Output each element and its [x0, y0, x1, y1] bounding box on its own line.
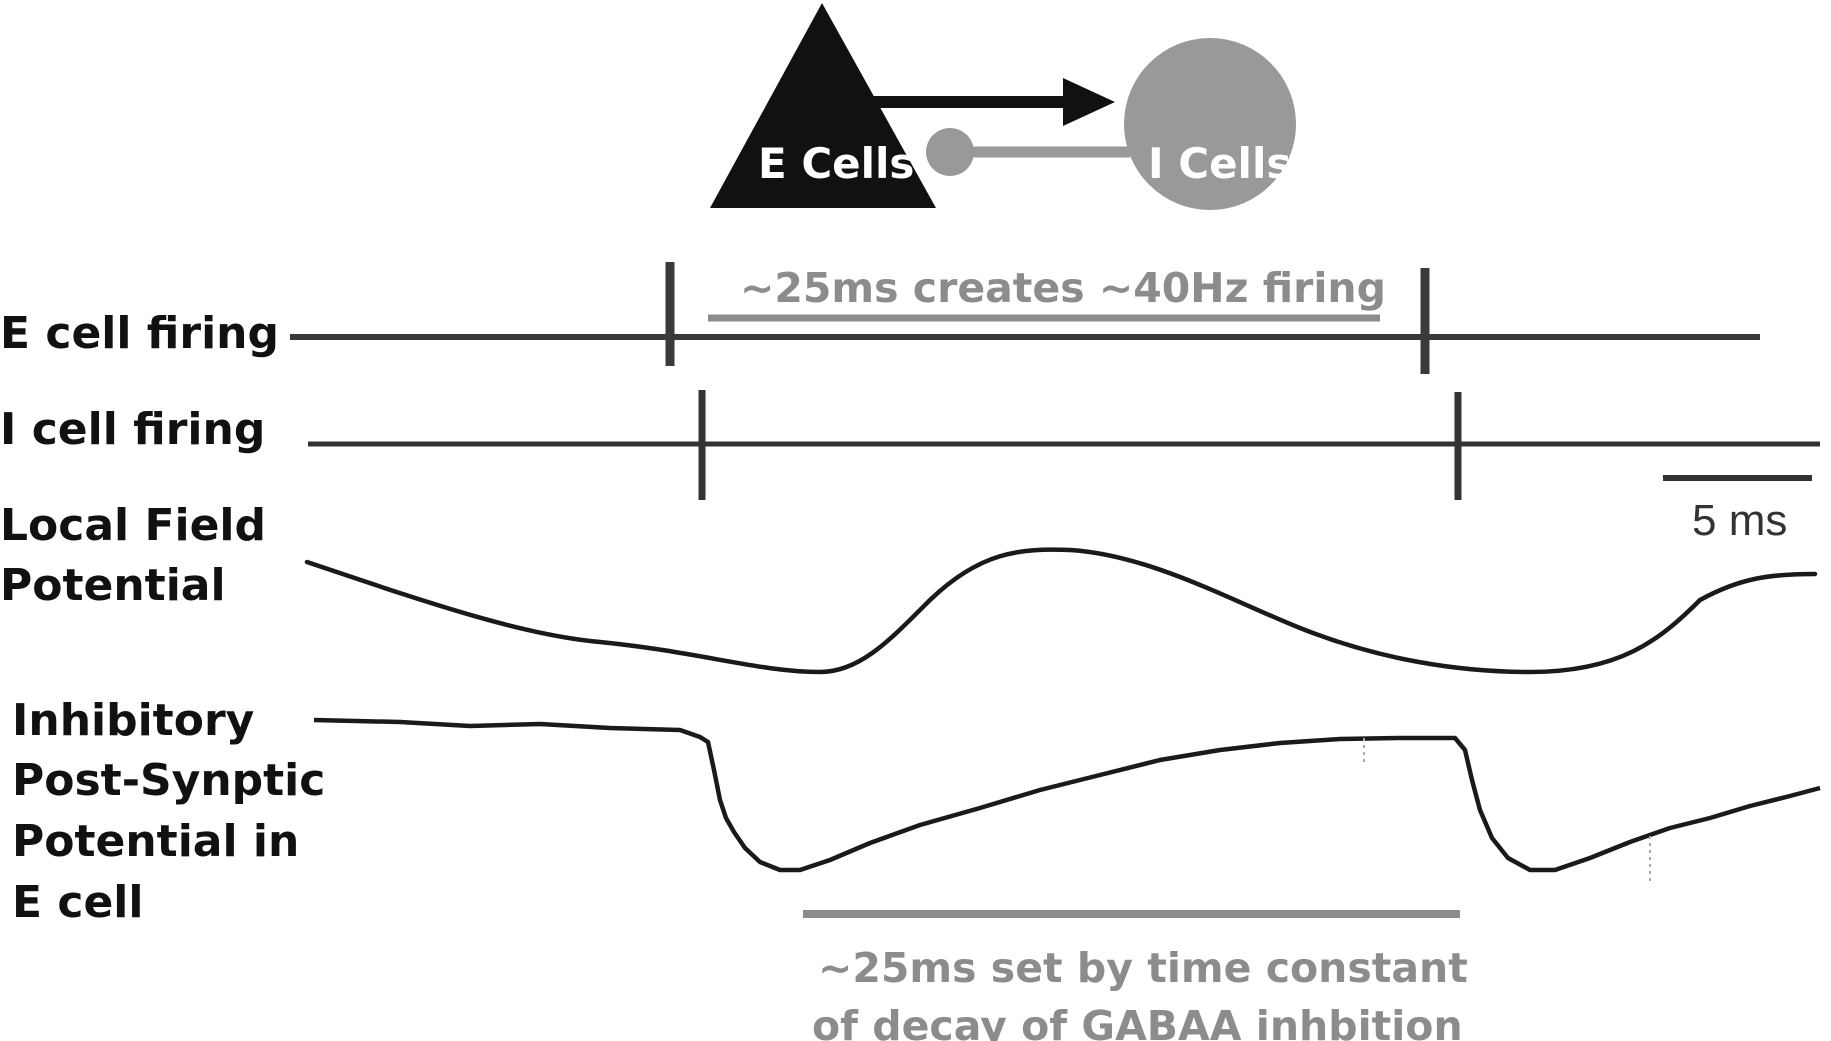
local-field-potential-trace — [304, 547, 1818, 675]
e-cell-firing-trace — [290, 262, 1760, 374]
decay-annotation-line1: ~25ms set by time constant — [818, 944, 1468, 992]
ipsp-label-line4: E cell — [12, 877, 143, 928]
i-cells-label: I Cells — [1148, 139, 1291, 188]
e-cells-triangle — [710, 3, 936, 208]
ipsp-label-line1: Inhibitory — [12, 695, 254, 746]
ipsp-trace — [313, 717, 1821, 873]
lfp-label-line1: Local Field — [0, 500, 266, 551]
ipsp-label-line3: Potential in — [12, 816, 299, 867]
inhibitory-synapse-dot — [926, 128, 974, 176]
ipsp-label-line2: Post-Synptic — [12, 755, 325, 806]
lfp-label-line2: Potential — [0, 560, 226, 611]
e-cell-firing-label: E cell firing — [0, 308, 279, 359]
i-cell-firing-label: I cell firing — [0, 404, 265, 455]
scale-bar-label: 5 ms — [1692, 496, 1787, 545]
period-annotation: ~25ms creates ~40Hz firing — [740, 264, 1386, 312]
circuit-schematic: E Cells I Cells — [710, 3, 1296, 210]
excitatory-arrowhead — [1063, 78, 1115, 126]
row-labels: E cell firing I cell firing Local Field … — [0, 308, 325, 928]
i-cell-firing-trace — [308, 390, 1820, 500]
e-cells-label: E Cells — [758, 139, 914, 188]
i-cells-circle — [1124, 38, 1296, 210]
decay-annotation-line2: of decay of GABAA inhbition — [812, 1002, 1463, 1041]
